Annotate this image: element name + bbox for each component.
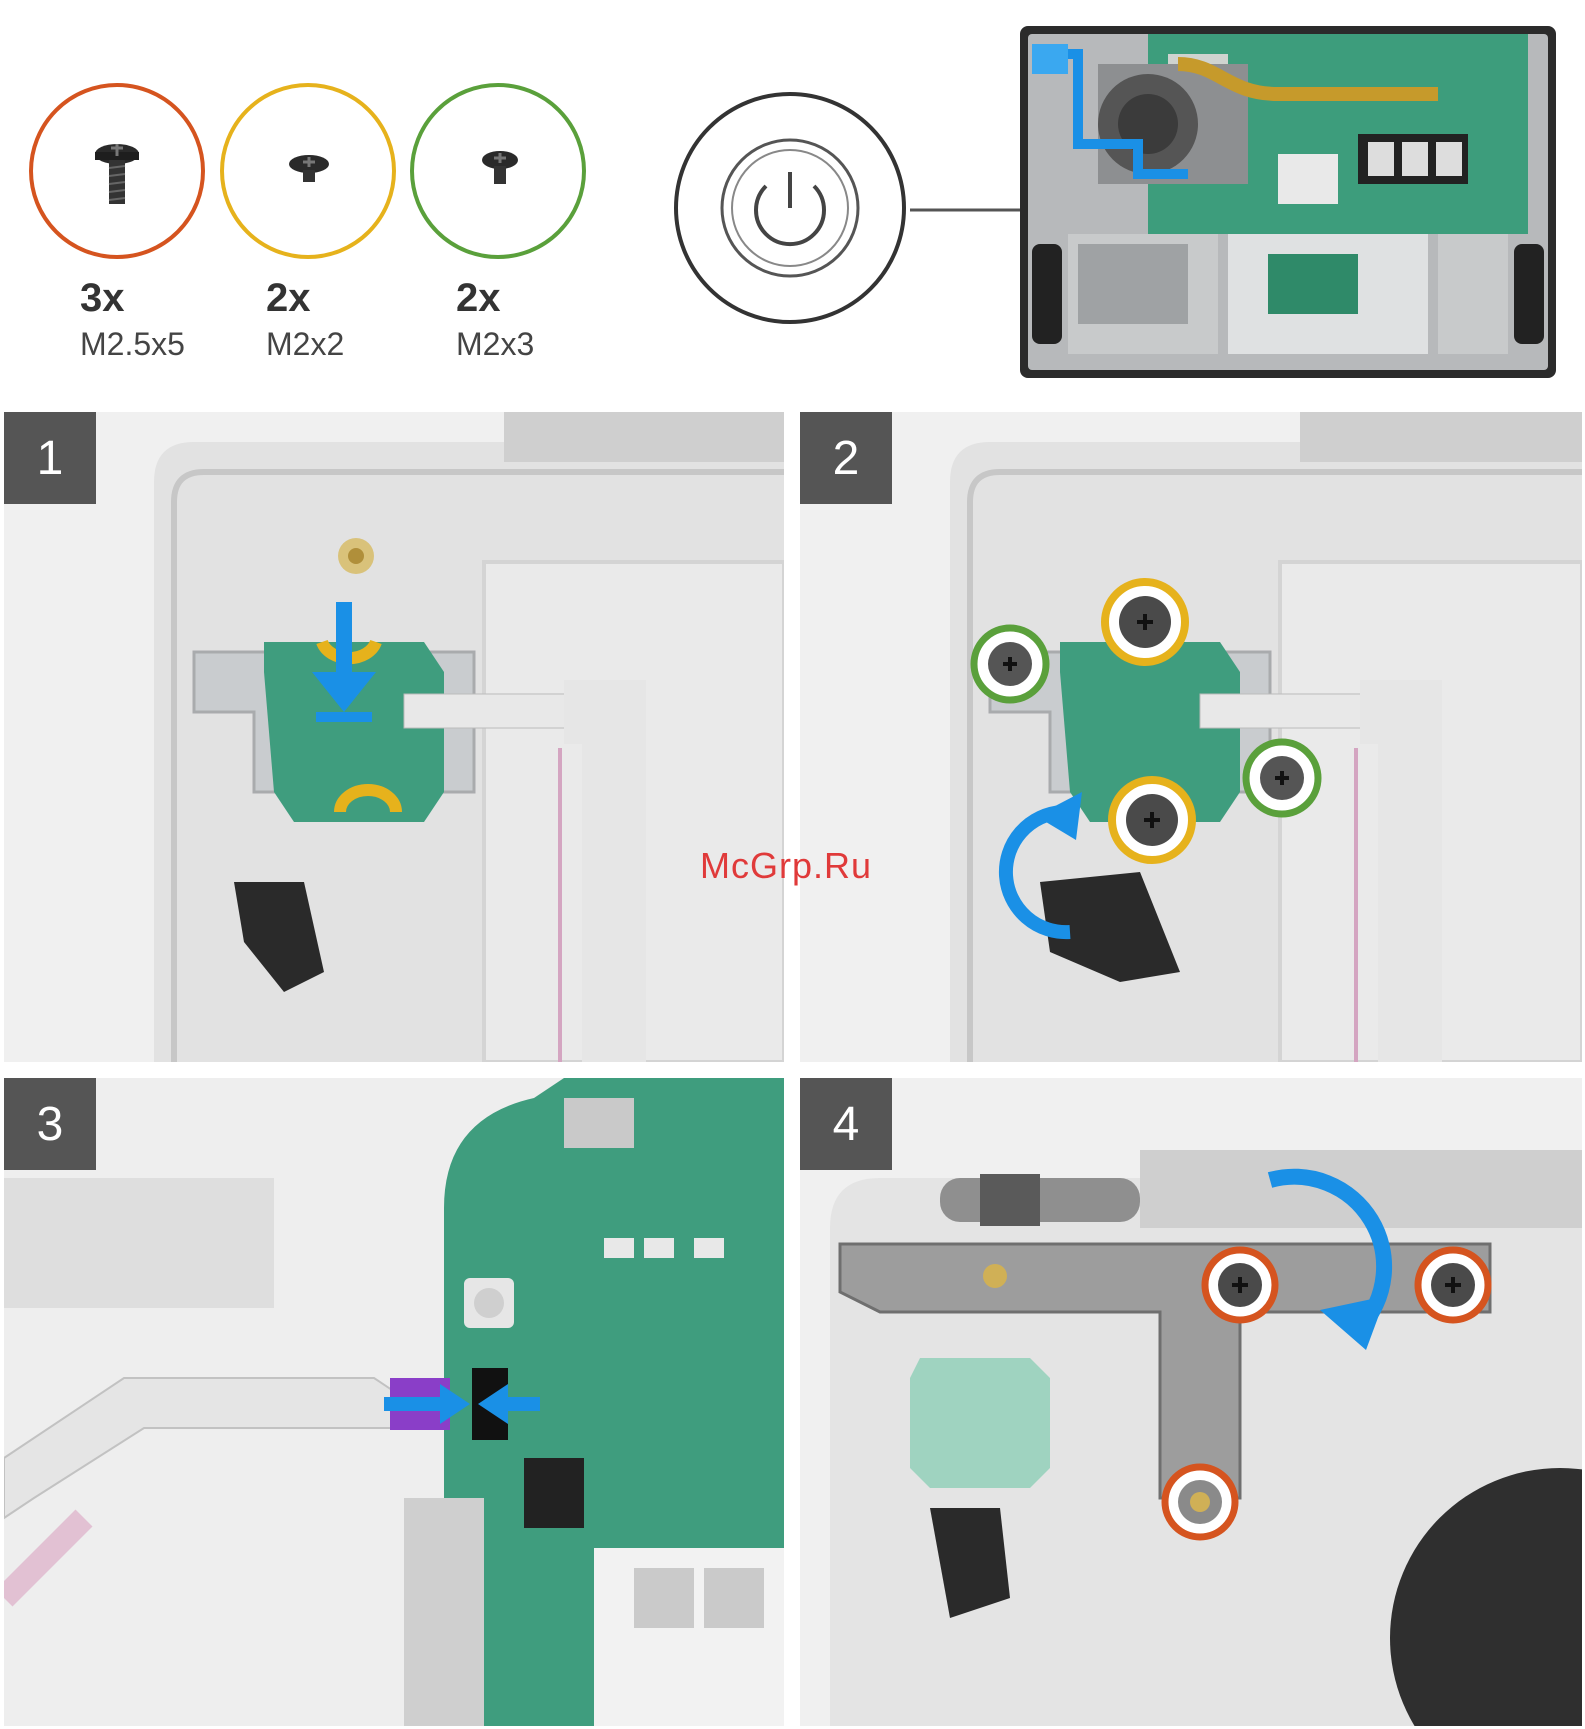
screw-short-icon xyxy=(474,148,526,190)
screw-long-icon xyxy=(85,140,149,214)
step-4-illustration xyxy=(800,1078,1582,1726)
step-panel-4: 4 xyxy=(800,1078,1582,1726)
screw-count-m2x2: 2x xyxy=(266,276,311,321)
watermark: McGrp.Ru xyxy=(700,845,872,887)
screw-count-m2x3: 2x xyxy=(456,276,501,321)
screw-count-m25x5: 3x xyxy=(80,276,125,321)
step-3-illustration xyxy=(4,1078,784,1726)
screw-short-icon xyxy=(283,152,335,188)
step-2-illustration xyxy=(800,412,1582,1062)
step-number-3: 3 xyxy=(4,1078,96,1170)
laptop-overview-image xyxy=(1018,24,1558,380)
step-number-2: 2 xyxy=(800,412,892,504)
step-number-4: 4 xyxy=(800,1078,892,1170)
screw-size-m25x5: M2.5x5 xyxy=(80,326,185,363)
power-button-icon xyxy=(670,88,910,328)
step-panel-3: 3 xyxy=(4,1078,784,1726)
step-panel-2: 2 xyxy=(800,412,1582,1062)
step-number-1: 1 xyxy=(4,412,96,504)
step-panel-1: 1 xyxy=(4,412,784,1062)
screw-size-m2x2: M2x2 xyxy=(266,326,344,363)
screw-size-m2x3: M2x3 xyxy=(456,326,534,363)
step-1-illustration xyxy=(4,412,784,1062)
